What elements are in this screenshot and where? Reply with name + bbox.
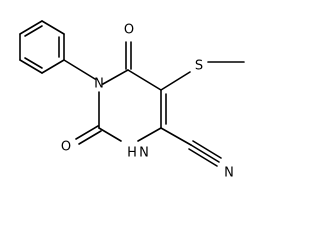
pyrimidine-ring (98, 69, 167, 142)
carbonyl-bottom-bond (78, 130, 102, 145)
carbonyl-bottom-bond (75, 125, 99, 140)
c-cn-bond (160, 127, 192, 146)
atom-nh-n-label: N (139, 146, 149, 161)
nitrile-triple-bond (192, 140, 222, 159)
c-s-bond (160, 71, 191, 91)
phenyl-bond (19, 59, 43, 74)
ring-bond (137, 127, 162, 142)
phenyl-double-bond (24, 25, 43, 37)
ring-bond (102, 69, 129, 85)
ring-bond (98, 127, 122, 142)
molecule-structure: N O O S H N N (19, 20, 245, 181)
phenyl-n-bond (63, 59, 96, 80)
phenyl-bond (41, 59, 65, 74)
atom-nh-h-label: H (127, 146, 137, 161)
phenyl-bond (41, 20, 65, 35)
nitrile-triple-bond (188, 148, 218, 167)
phenyl-bond (19, 20, 43, 35)
phenyl-double-bond (24, 57, 43, 69)
atom-nitrile-n-label: N (224, 166, 234, 181)
atom-o-top-label: O (124, 23, 134, 38)
atom-o-bottom-label: O (61, 140, 71, 155)
atom-s-label: S (195, 59, 203, 74)
nitrile-triple-bond (190, 144, 220, 163)
atom-n1-label: N (94, 77, 104, 92)
ring-bond (127, 69, 162, 91)
phenyl-ring (19, 20, 65, 74)
